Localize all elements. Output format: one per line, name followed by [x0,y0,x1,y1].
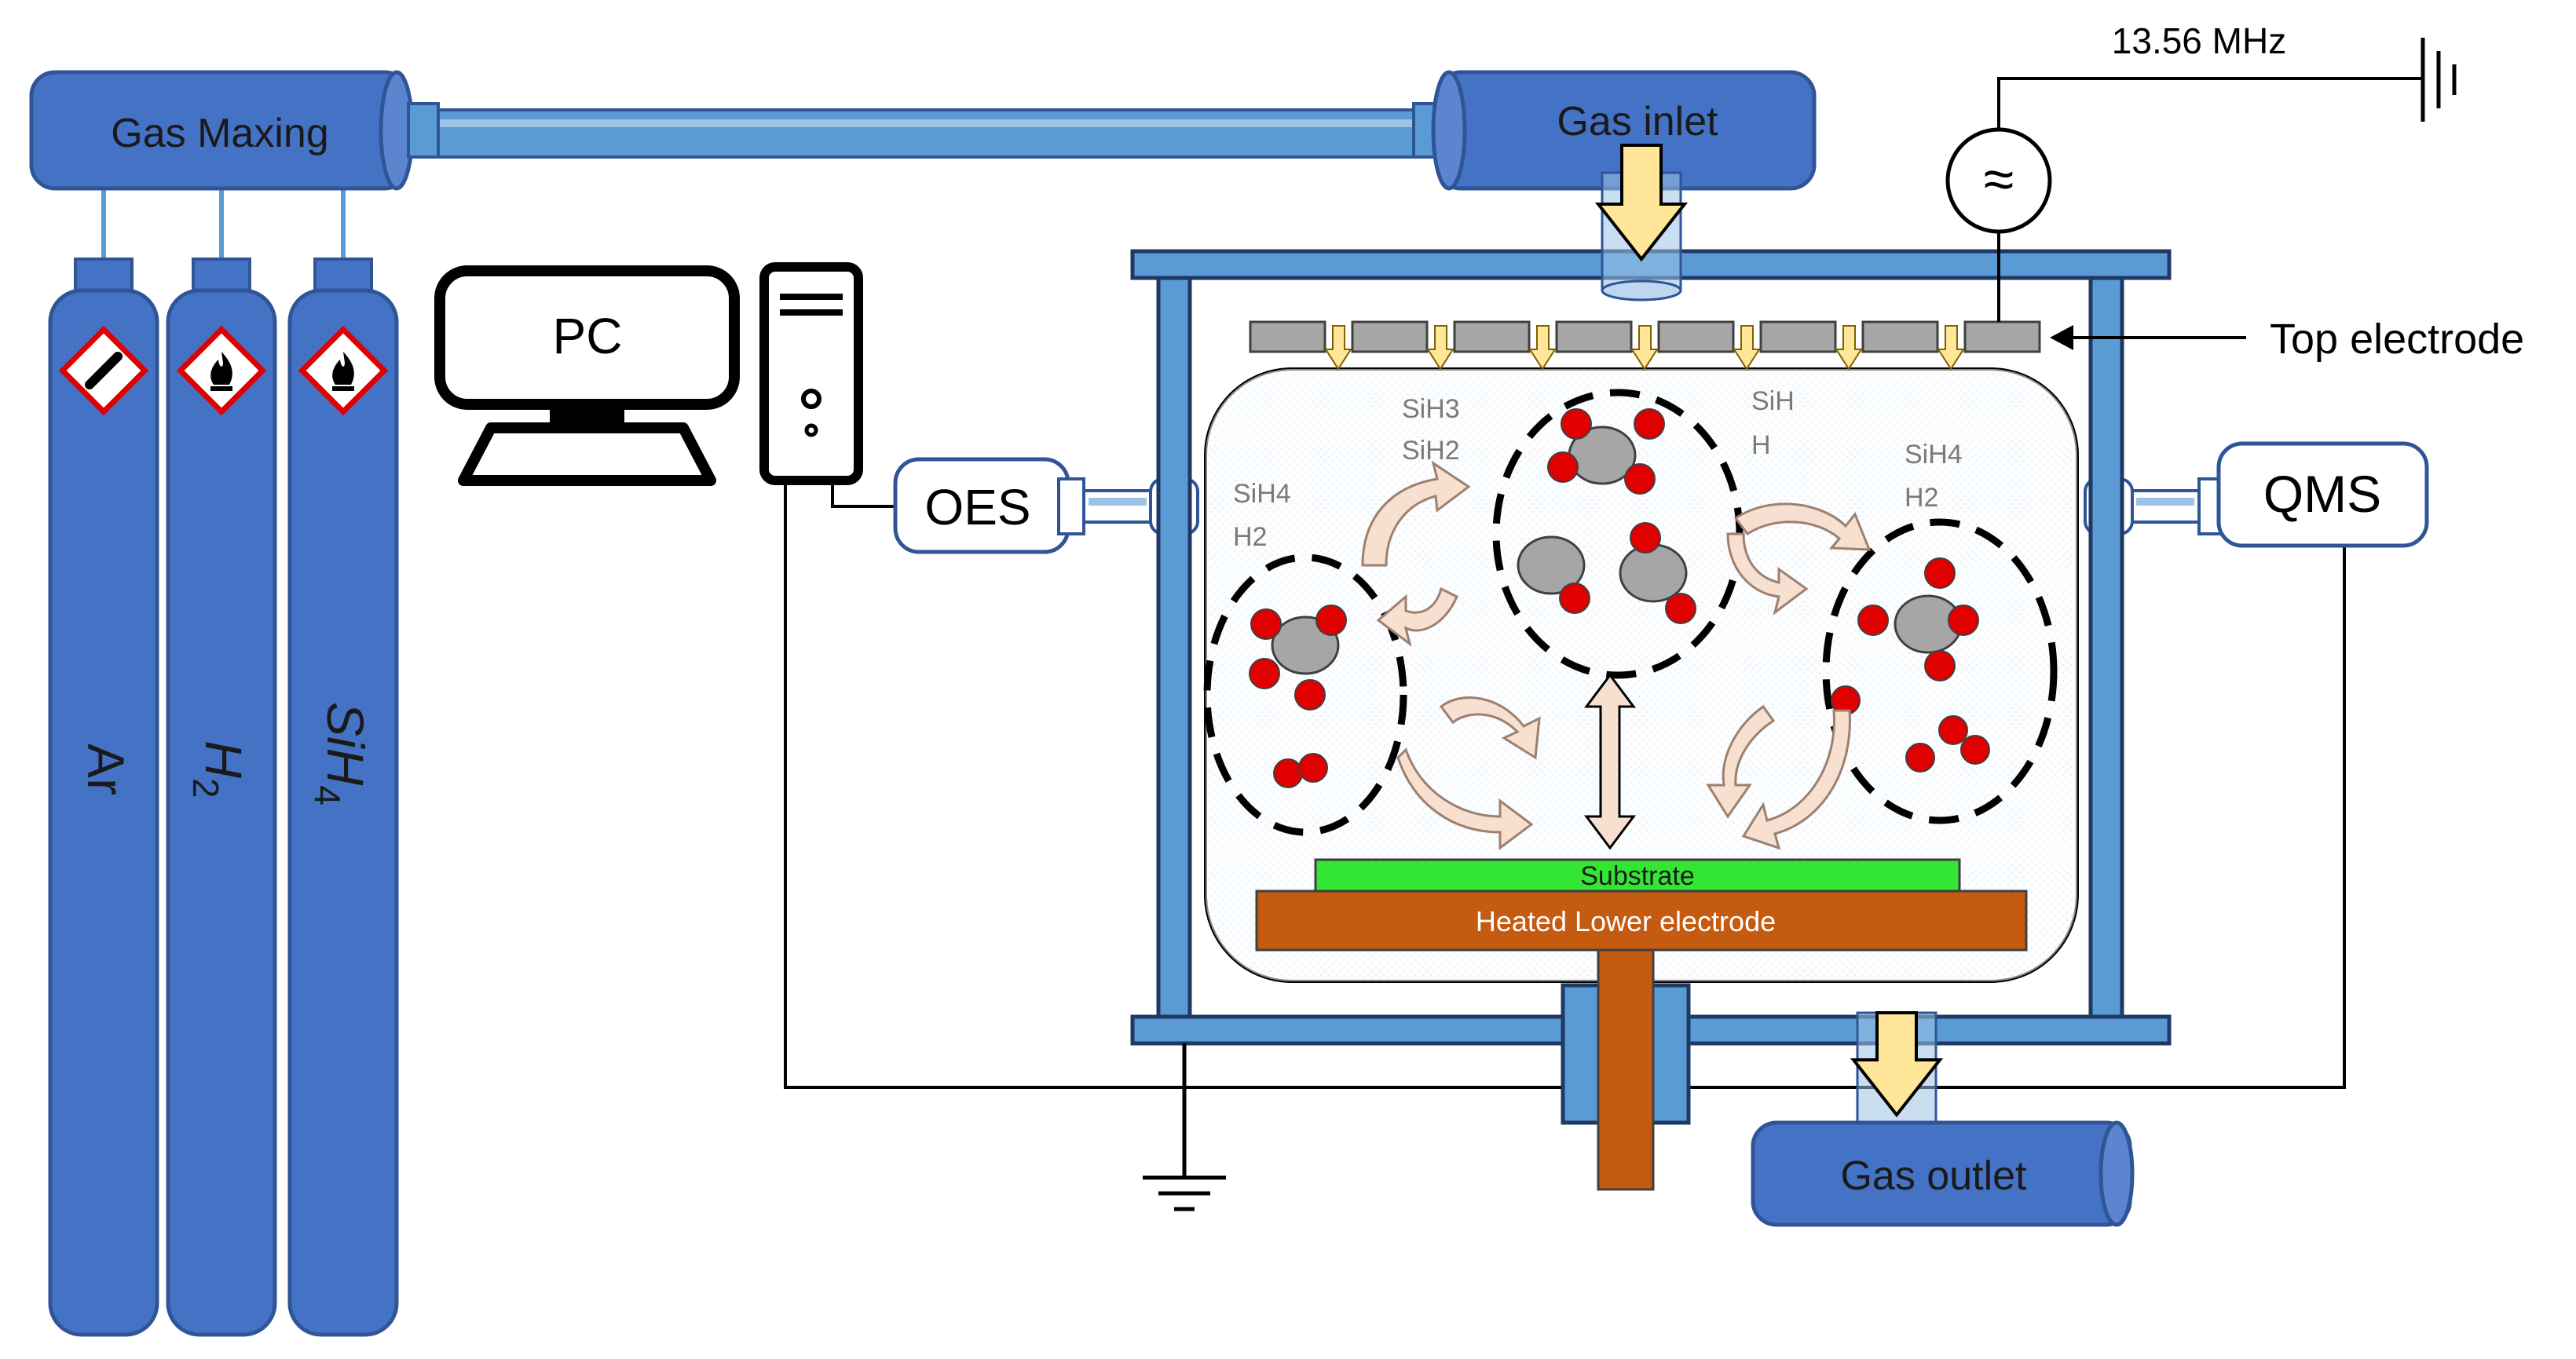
species-label-center-2: SiH2 [1402,436,1460,466]
pc-tower-icon [759,262,863,485]
oes-instrument: OES [893,457,1199,554]
cylinder-label-h2: H2 [185,740,253,798]
rf-frequency-label: 13.56 MHz [2112,20,2286,61]
pc-label: PC [553,308,623,364]
species-label-far-right-2: H2 [1905,483,1938,513]
heated-lower-electrode: Heated Lower electrode [1255,890,2028,952]
species-label-left-2: H2 [1233,522,1267,552]
cylinder-label-ar: Ar [77,743,135,795]
gas-mixing-label: Gas Maxing [111,111,328,156]
species-label-far-right-1: SiH4 [1905,440,1963,469]
gas-outlet-unit: Gas outlet [1751,1120,2135,1227]
gas-inlet-unit: Gas inlet [1412,70,1817,191]
gas-cylinder-hazard-icon [58,325,149,416]
rf-source-symbol: ≈ [1984,148,2014,210]
oes-label: OES [924,479,1030,535]
gas-inlet-label: Gas inlet [1557,99,1718,144]
gas-cylinder-sih4: SiH4 [287,258,399,1337]
cylinder-label-h2-sub: 2 [185,778,226,798]
gas-inlet-arrow [1594,144,1689,301]
gas-mixing-unit: Gas Maxing [29,70,440,191]
top-electrode-pointer: Top electrode [2050,316,2524,363]
species-label-right-1: SiH [1751,386,1795,416]
species-label-right-2: H [1751,430,1771,460]
vertical-double-arrow [1584,673,1636,850]
cylinder-label-sih4-sub: 4 [307,785,348,806]
top-electrode-label: Top electrode [2270,316,2524,363]
showerhead-gas-arrows [1324,325,1965,371]
gas-outlet-arrow [1850,1011,1944,1132]
cylinder-label-h2-main: H [195,740,253,778]
pc-monitor-icon: PC [434,265,740,486]
flame-hazard-icon [298,325,389,416]
gas-cylinder-ar: Ar [48,258,159,1337]
electrode-shaft [1561,948,1691,1191]
species-label-left-1: SiH4 [1233,479,1291,509]
species-labels: SiH4 H2 SiH3 SiH2 SiH H SiH4 H2 [1233,386,1963,552]
cylinder-label-sih4: SiH4 [307,702,375,806]
circulation-arrows [1361,460,1872,850]
gas-outlet-label: Gas outlet [1840,1153,2027,1199]
flame-hazard-icon [176,325,267,416]
gas-feed-lines [101,184,346,263]
ground-icon [2420,38,2457,122]
species-label-center-1: SiH3 [1402,394,1460,424]
chamber-ground-icon [1143,1043,1226,1211]
gas-cylinder-h2: H2 [166,258,277,1337]
cylinder-label-sih4-main: SiH [317,702,375,786]
gas-transfer-tube [415,108,1431,159]
substrate: Substrate [1314,858,1961,893]
rf-power-source: ≈ 13.56 MHz [1945,20,2423,322]
substrate-label: Substrate [1580,861,1695,891]
qms-instrument: QMS [2084,441,2429,548]
gas-molecules [1249,408,1990,788]
qms-label: QMS [2263,465,2381,523]
top-electrode [1249,320,2041,353]
lower-electrode-label: Heated Lower electrode [1476,905,1776,937]
